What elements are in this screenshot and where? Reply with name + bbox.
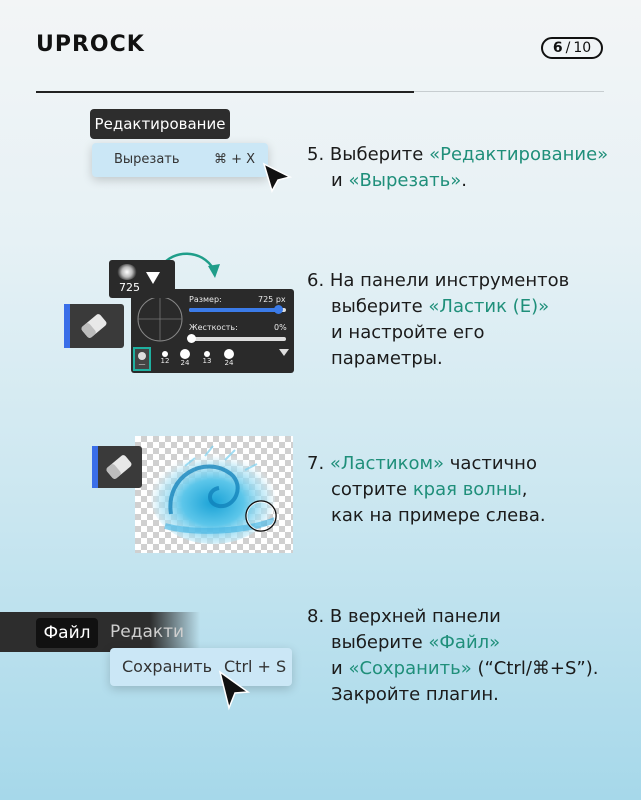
active-tool-indicator: [64, 304, 70, 348]
cut-menu-item[interactable]: Вырезать ⌘ + X: [92, 143, 268, 177]
brush-size-display[interactable]: 725: [109, 260, 175, 298]
size-slider-handle[interactable]: [274, 305, 283, 314]
brush-preset-2[interactable]: 24: [177, 347, 193, 371]
uprock-logo: UPROCK: [36, 32, 145, 57]
step5-line2-text: и: [331, 170, 343, 191]
edit-menu-title[interactable]: Редактирование: [90, 109, 230, 139]
hardness-slider[interactable]: [189, 337, 286, 341]
step8-highlight-save: «Сохранить»: [348, 658, 472, 679]
step8-text: 8. В верхней панели выберите «Файл» и «С…: [307, 604, 598, 708]
eraser-tool-button[interactable]: [64, 304, 124, 348]
hardness-slider-handle[interactable]: [187, 334, 196, 343]
cut-shortcut: ⌘ + X: [214, 152, 256, 167]
step6-line4: параметры.: [331, 348, 443, 369]
brush-preset-3[interactable]: 13: [199, 349, 215, 371]
hardness-value[interactable]: 0%: [274, 323, 287, 332]
step7-line3: как на примере слева.: [331, 505, 546, 526]
cursor-arrow-icon: [262, 162, 293, 193]
step8-line4: Закройте плагин.: [331, 684, 499, 705]
step7-text: 7. «Ластиком» частично сотрите края волн…: [307, 451, 546, 529]
hardness-label: Жесткость:: [189, 323, 238, 332]
page-current: 6: [552, 40, 563, 56]
step8-line1: 8. В верхней панели: [307, 606, 501, 627]
header-divider-light: [414, 91, 604, 92]
brush-cursor-circle-icon: [245, 500, 277, 532]
step6-highlight-eraser: «Ластик (E)»: [428, 296, 550, 317]
dropdown-triangle-icon[interactable]: [145, 271, 161, 285]
step6-line3: и настройте его: [331, 322, 485, 343]
header-divider: [36, 91, 414, 93]
brush-angle-icon: [137, 296, 183, 342]
step5-highlight-edit: «Редактирование»: [429, 144, 609, 165]
page-separator: /: [565, 40, 571, 56]
step7-highlight-eraser: «Ластиком»: [329, 453, 445, 474]
preset-label-1: 12: [160, 357, 170, 365]
step8-shortcut-note: (“Ctrl/⌘+S”).: [477, 658, 599, 679]
file-menu[interactable]: Файл: [36, 618, 98, 648]
active-tool-indicator: [92, 446, 98, 488]
preset-label-3: 13: [202, 357, 212, 365]
step6-text: 6. На панели инструментов выберите «Ласт…: [307, 268, 569, 372]
top-menu-bar: [0, 612, 200, 652]
step7-line1-text: частично: [449, 453, 537, 474]
step5-highlight-cut: «Вырезать»: [348, 170, 462, 191]
dropdown-triangle-icon[interactable]: [279, 349, 289, 357]
brush-preset-1[interactable]: 12: [157, 349, 173, 371]
transparent-canvas: [135, 436, 293, 553]
step-number: 7.: [307, 453, 325, 474]
size-slider[interactable]: [189, 308, 286, 312]
step6-line1: 6. На панели инструментов: [307, 270, 570, 291]
step8-highlight-file: «Файл»: [428, 632, 501, 653]
step8-line3-text: и: [331, 658, 343, 679]
eraser-icon: [81, 314, 107, 338]
wave-image: [151, 445, 277, 544]
step7-line2-text: сотрите: [331, 479, 408, 500]
eraser-options-panel: Размер: 725 px Жесткость: 0% — 12 24 13 …: [131, 289, 294, 373]
page-total: 10: [573, 40, 592, 56]
eraser-icon: [106, 455, 132, 479]
page-counter: 6 / 10: [541, 37, 603, 59]
size-label: Размер:: [189, 295, 222, 304]
step5-text: 5. Выберите «Редактирование» и «Вырезать…: [307, 142, 608, 194]
step-number: 5.: [307, 144, 325, 165]
brush-preset-selected[interactable]: —: [133, 347, 151, 371]
preset-label-4: 24: [224, 359, 234, 367]
step8-line2-text: выберите: [331, 632, 423, 653]
size-value[interactable]: 725 px: [258, 295, 286, 304]
preset-dash: —: [138, 360, 146, 368]
step7-highlight-edges: края волны: [412, 479, 522, 500]
save-menu-item[interactable]: Сохранить Ctrl + S: [110, 648, 292, 686]
step6-line2-text: выберите: [331, 296, 423, 317]
preset-label-2: 24: [180, 359, 190, 367]
step7-comma: ,: [521, 479, 528, 500]
cut-menu-label: Вырезать: [114, 152, 180, 167]
save-menu-label: Сохранить: [122, 657, 212, 676]
size-slider-fill: [189, 308, 279, 312]
step5-line1-text: Выберите: [329, 144, 424, 165]
eraser-tool-button[interactable]: [92, 446, 142, 488]
cursor-arrow-icon: [218, 670, 251, 711]
save-shortcut: Ctrl + S: [224, 657, 287, 676]
step5-period: .: [461, 170, 467, 191]
brush-preview-icon: [117, 264, 137, 280]
edit-menu[interactable]: Редакти: [110, 622, 185, 642]
brush-preset-4[interactable]: 24: [221, 347, 237, 371]
brush-size-number: 725: [119, 281, 140, 294]
